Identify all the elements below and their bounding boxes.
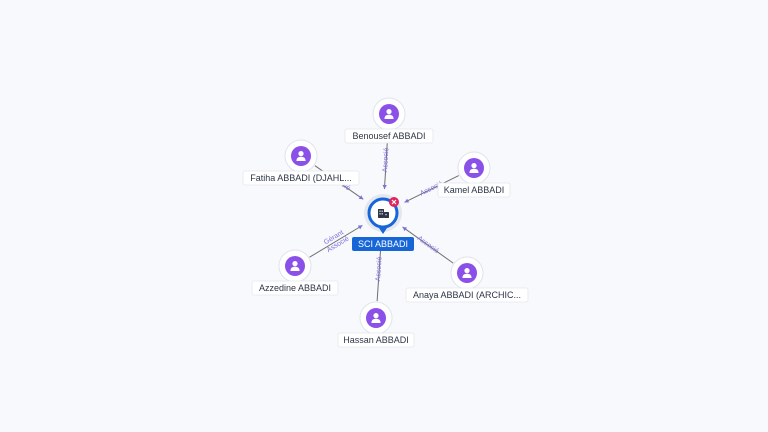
person-node-label: Azzedine ABBADI <box>251 280 339 296</box>
label-box <box>251 280 339 296</box>
edge-arrow-kamel <box>404 198 410 203</box>
person-node-anaya[interactable]: Anaya ABBADI (ARCHIC... <box>405 256 529 303</box>
person-icon <box>290 261 300 271</box>
person-node-kamel[interactable]: Kamel ABBADI <box>437 151 511 198</box>
person-icon <box>371 313 381 323</box>
edge-label: Associé <box>382 147 390 172</box>
label-box <box>337 332 415 348</box>
edge-arrow-anaya <box>402 226 408 232</box>
nodes-layer: Benousef ABBADI Kamel ABBADI Anaya ABBADI … <box>242 97 529 348</box>
person-icon <box>469 163 479 173</box>
person-name: Hassan ABBADI <box>343 335 409 345</box>
person-name: Azzedine ABBADI <box>259 283 331 293</box>
person-name: Anaya ABBADI (ARCHIC... <box>413 290 521 300</box>
person-name: Fatiha ABBADI (DJAHL... <box>250 173 352 183</box>
center-label-box <box>352 237 414 251</box>
person-node-label: Fatiha ABBADI (DJAHL... <box>242 170 360 186</box>
building-icon <box>378 209 389 218</box>
person-node-label: Kamel ABBADI <box>437 182 511 198</box>
person-name: Kamel ABBADI <box>444 185 505 195</box>
person-node-label: Anaya ABBADI (ARCHIC... <box>405 287 529 303</box>
edge-anaya <box>402 226 454 264</box>
center-company-node[interactable]: SCI ABBADI <box>352 194 414 251</box>
edge-arrow-benousef <box>382 184 387 190</box>
person-icon <box>462 268 472 278</box>
person-node-fatiha[interactable]: Fatiha ABBADI (DJAHL... <box>242 139 360 186</box>
person-node-azzedine[interactable]: Azzedine ABBADI <box>251 249 339 296</box>
label-box <box>242 170 360 186</box>
person-node-benousef[interactable]: Benousef ABBADI <box>344 97 434 144</box>
label-box <box>405 287 529 303</box>
edge-label: Associé <box>416 235 440 255</box>
person-icon <box>384 109 394 119</box>
person-name: Benousef ABBADI <box>352 131 425 141</box>
edge-arrow-fatiha <box>358 195 364 200</box>
person-node-hassan[interactable]: Hassan ABBADI <box>337 301 415 348</box>
label-box <box>344 128 434 144</box>
edge-arrow-azzedine <box>357 225 363 230</box>
edge-label: Associé <box>375 256 384 281</box>
person-node-label: Hassan ABBADI <box>337 332 415 348</box>
close-icon[interactable] <box>389 197 399 207</box>
center-label-text: SCI ABBADI <box>358 239 408 249</box>
edge-kamel <box>404 175 459 203</box>
edge-azzedine <box>309 224 363 258</box>
label-box <box>437 182 511 198</box>
center-node-label: SCI ABBADI <box>352 237 414 251</box>
person-icon <box>296 151 306 161</box>
person-node-label: Benousef ABBADI <box>344 128 434 144</box>
